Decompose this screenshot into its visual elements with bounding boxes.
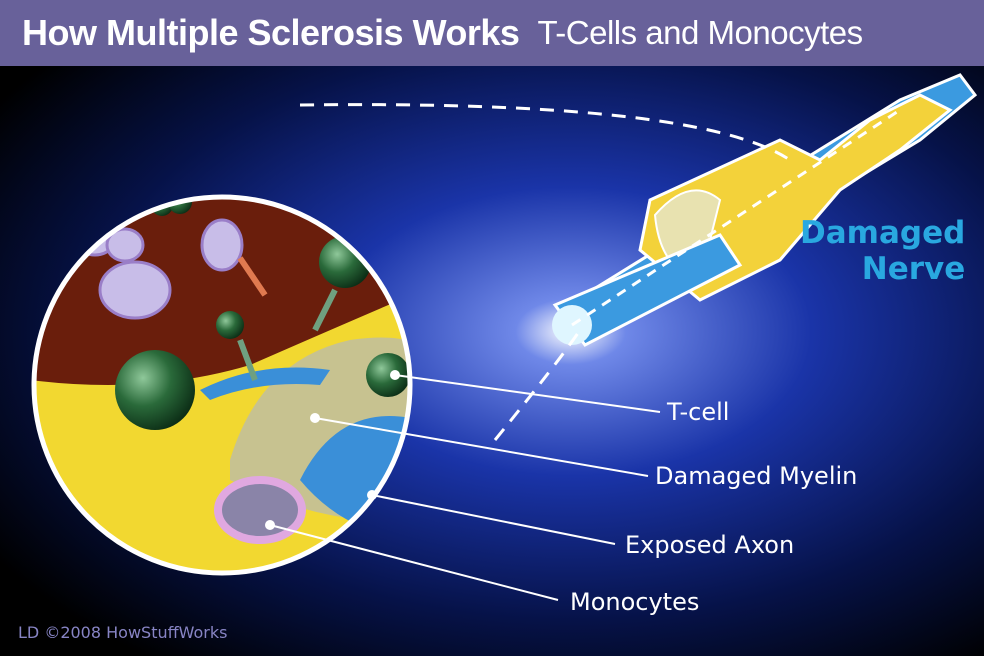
label-monocytes: Monocytes bbox=[570, 588, 700, 616]
nerve-label-line1: Damaged bbox=[800, 215, 966, 251]
title-bar: How Multiple Sclerosis Works T-Cells and… bbox=[0, 0, 984, 66]
page-title: How Multiple Sclerosis Works bbox=[22, 12, 520, 53]
label-t-cell: T-cell bbox=[667, 398, 730, 426]
copyright-credit: LD ©2008 HowStuffWorks bbox=[18, 623, 228, 642]
label-damaged-myelin: Damaged Myelin bbox=[655, 462, 858, 490]
leader-lines bbox=[265, 370, 661, 601]
ms-illustration bbox=[0, 66, 984, 656]
zoom-line-bottom bbox=[493, 329, 582, 441]
magnifier-outline bbox=[31, 194, 413, 576]
label-exposed-axon: Exposed Axon bbox=[625, 531, 795, 559]
nerve-label-line2: Nerve bbox=[861, 251, 966, 287]
damaged-nerve-label: Damaged Nerve bbox=[800, 215, 965, 287]
zoom-line-top bbox=[299, 103, 791, 162]
page-subtitle: T-Cells and Monocytes bbox=[537, 14, 863, 51]
damaged-nerve bbox=[552, 73, 978, 347]
illustration bbox=[0, 66, 984, 656]
